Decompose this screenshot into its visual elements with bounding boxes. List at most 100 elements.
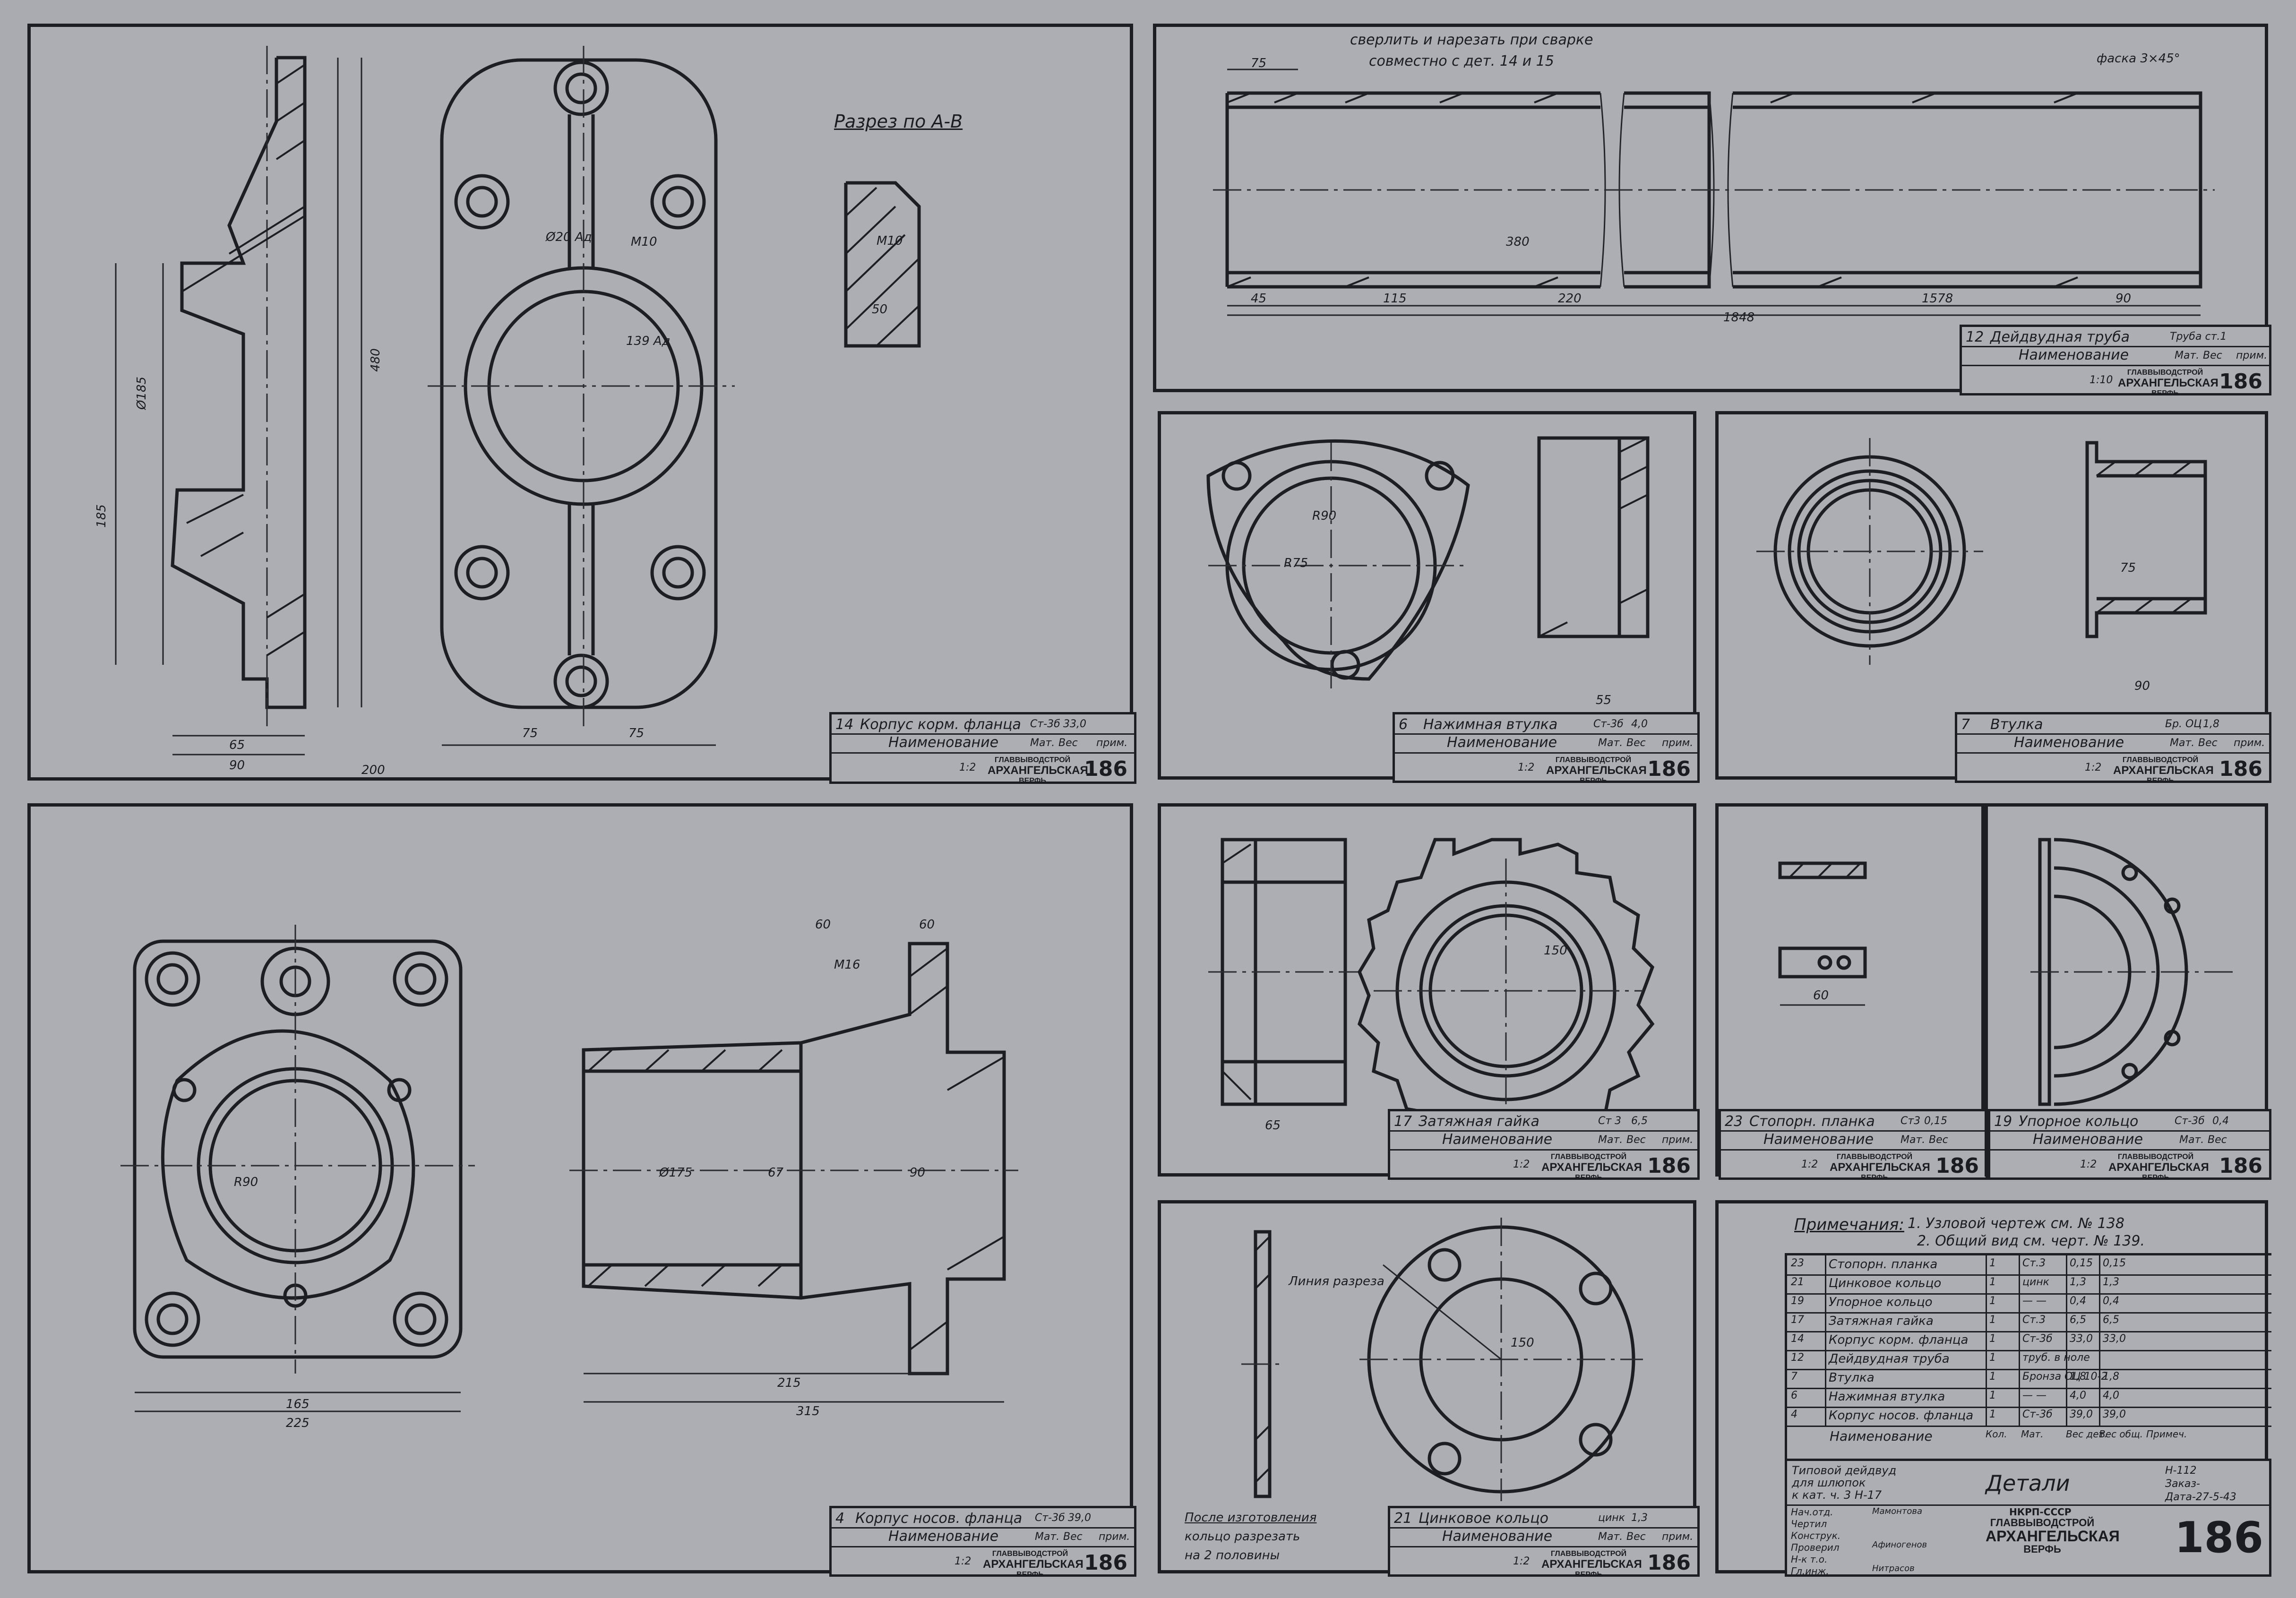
tb-org: ГЛАВВЫВОДСТРОЙ АРХАНГЕЛЬСКАЯ ВЕРФЬ: [1546, 755, 1647, 786]
tb-header-name: Наименование: [2033, 1131, 2143, 1148]
dim-90: 90: [2134, 679, 2150, 693]
parts-col-divider: [1825, 1407, 1826, 1426]
tb-drawing-number: 186: [2219, 1154, 2262, 1178]
parts-cell-w2: 0,15: [2103, 1257, 2126, 1269]
parts-cell-kol: 1: [1989, 1333, 1996, 1345]
parts-col-divider: [1825, 1388, 1826, 1407]
tb-scale: 1:2: [959, 762, 976, 773]
dim-220: 220: [1558, 292, 1582, 306]
tb-mat: Ст 3: [1598, 1115, 1622, 1127]
dim-60b: 60: [919, 918, 935, 932]
parts-cell-w1: 1,3: [2070, 1276, 2086, 1288]
parts-cell-w1: 0,4: [2070, 1295, 2086, 1307]
tb-name: Корпус носов. фланца: [855, 1510, 1023, 1527]
org-line2: АРХАНГЕЛЬСКАЯ: [2118, 377, 2219, 389]
dim-225: 225: [286, 1416, 310, 1430]
org-line1: ГЛАВВЫВОДСТРОЙ: [994, 756, 1071, 764]
parts-cell-kol: 1: [1989, 1390, 1996, 1401]
tb-scale: 1:2: [1801, 1159, 1818, 1170]
note-after-3: на 2 половины: [1185, 1548, 1280, 1563]
part-7-drawing: [1756, 438, 2207, 665]
org-line1: ГЛАВВЫВОДСТРОЙ: [1836, 1153, 1913, 1161]
dim-75a: 75: [522, 726, 538, 740]
tb-drawing-number: 186: [2219, 369, 2262, 394]
dim-165: 165: [286, 1397, 310, 1411]
parts-col-divider: [2019, 1350, 2020, 1369]
tb-header-name: Наименование: [1447, 734, 1557, 751]
org-line3: ВЕРФЬ: [1575, 1174, 1602, 1182]
main-title-block: Типовой дейдвуд для шлюпок к кат. ч. 3 Н…: [1785, 1459, 2271, 1577]
signature-name: Нитрасов: [1872, 1564, 1915, 1573]
part-17-drawing: [1208, 838, 1655, 1149]
parts-col-divider: [1986, 1331, 1987, 1350]
dim-90: 67: [768, 1166, 784, 1180]
dim-r90: R90: [234, 1175, 258, 1189]
section-title: Разрез по А-В: [834, 111, 963, 132]
dim-150: 150: [1511, 1336, 1534, 1350]
tb-no: 12: [1966, 329, 1984, 345]
tb-header-ves: Вес: [2208, 1134, 2227, 1146]
parts-cell-mat: — —: [2022, 1390, 2047, 1401]
sheet-parts-list: Примечания: 1. Узловой чертеж см. № 138 …: [1715, 1200, 2271, 1577]
dim-315: 315: [796, 1404, 820, 1418]
org-line1: ГЛАВВЫВОДСТРОЙ: [2117, 1153, 2194, 1161]
parts-col-divider: [2099, 1274, 2100, 1293]
parts-col-divider: [1986, 1407, 1987, 1426]
tb-drawing-number: 186: [2219, 757, 2262, 781]
title-block-4: 4 Корпус носов. фланца Ст-3б 39,0 Наимен…: [829, 1506, 1136, 1579]
org-line2: АРХАНГЕЛЬСКАЯ: [1541, 1161, 1642, 1174]
notes-line1: 1. Узловой чертеж см. № 138: [1908, 1215, 2124, 1232]
tb-header-ves: Вес: [1626, 1531, 1646, 1543]
tb-name: Нажимная втулка: [1423, 716, 1558, 733]
sheet-part-23: 60 23 Стопорн. планка Ст3 0,15 Наименова…: [1715, 803, 1988, 1182]
tb-header-ves: Вес: [1063, 1531, 1083, 1543]
parts-cell-w1: 0,15: [2070, 1257, 2093, 1269]
title-block-12: 12 Дейдвудная труба Труба ст.1 Наименова…: [1960, 325, 2271, 397]
tb-header-name: Наименование: [1442, 1528, 1553, 1545]
tb-header-prim: прим.: [1096, 737, 1128, 749]
sheet-part-12: сверлить и нарезать при сварке совместно…: [1153, 24, 2271, 397]
note-weld: сверлить и нарезать при сварке: [1350, 32, 1593, 48]
tb-org: ГЛАВВЫВОДСТРОЙ АРХАНГЕЛЬСКАЯ ВЕРФЬ: [988, 755, 1088, 786]
role-label: Проверил: [1791, 1542, 1840, 1553]
parts-col-divider: [2099, 1293, 2100, 1312]
part-6-drawing: [1206, 436, 1650, 688]
tb-name: Дейдвудная труба: [1990, 329, 2130, 345]
tb-header-mat: Мат.: [2170, 737, 2195, 749]
org-line2: АРХАНГЕЛЬСКАЯ: [988, 764, 1088, 777]
org-line1: ГЛАВВЫВОДСТРОЙ: [2122, 756, 2199, 764]
parts-cell-no: 23: [1791, 1257, 1804, 1269]
org-line1: ГЛАВВЫВОДСТРОЙ: [1990, 1517, 2095, 1529]
part-12-drawing: [1213, 69, 2215, 316]
parts-cell-w1: 4,0: [2070, 1390, 2086, 1401]
org-line3: ВЕРФЬ: [1575, 1571, 1602, 1579]
parts-cell-no: 7: [1791, 1371, 1797, 1383]
tb-scale: 1:10: [2090, 374, 2113, 386]
tb-header-mat: Мат.: [1900, 1134, 1926, 1146]
org-line2: АРХАНГЕЛЬСКАЯ: [983, 1558, 1084, 1571]
tb-header-mat: Мат.: [2179, 1134, 2204, 1146]
parts-cell-name: Затяжная гайка: [1829, 1314, 1934, 1328]
parts-cell-w2: 1,3: [2103, 1276, 2119, 1288]
parts-cell-mat: цинк: [2022, 1276, 2049, 1288]
parts-cell-mat: Ст.3: [2022, 1314, 2046, 1326]
tb-no: 14: [835, 716, 854, 733]
parts-col-divider: [1986, 1255, 1987, 1274]
parts-cell-mat: труб. в ноле: [2022, 1352, 2090, 1364]
tb-drawing-number: 186: [1647, 1154, 1691, 1178]
tb-header-ves: Вес: [1626, 1134, 1646, 1146]
tb-mat: Ст-3б: [1030, 718, 1060, 730]
title-block-19: 19 Упорное кольцо Ст-3б 0,4 Наименование…: [1988, 1109, 2271, 1182]
parts-cell-kol: 1: [1989, 1295, 1996, 1307]
parts-col-divider: [1986, 1350, 1987, 1369]
title-block-17: 17 Затяжная гайка Ст 3 6,5 Наименование …: [1388, 1109, 1700, 1182]
org-line3: ВЕРФЬ: [1016, 1571, 1044, 1579]
tb-org: ГЛАВВЫВОДСТРОЙ АРХАНГЕЛЬСКАЯ ВЕРФЬ: [1830, 1152, 1930, 1183]
dim-1848: 1848: [1723, 310, 1755, 325]
dim-d20: Ø20 Ад: [546, 230, 592, 244]
parts-col-divider: [2019, 1331, 2020, 1350]
parts-cell-no: 12: [1791, 1352, 1804, 1364]
